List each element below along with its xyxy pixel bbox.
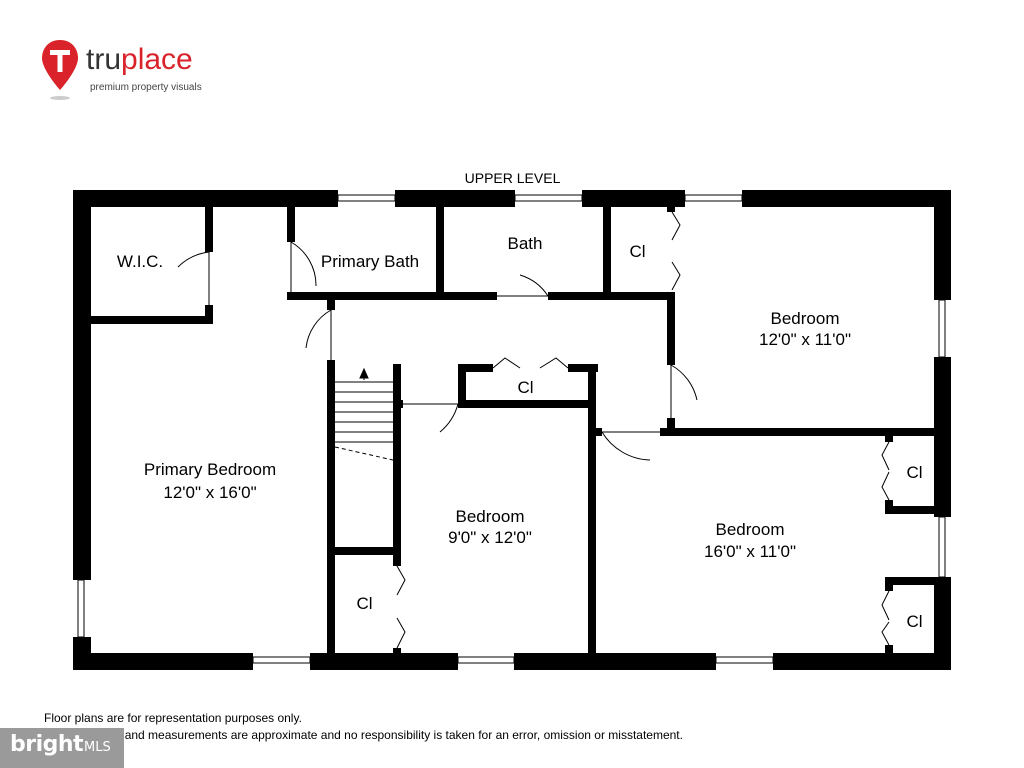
room-wic: W.I.C. — [116, 252, 164, 271]
room-bedroom-center-name: Bedroom — [455, 507, 525, 526]
room-primary-bedroom-name: Primary Bedroom — [143, 460, 277, 479]
truplace-pin-logo-icon — [42, 40, 78, 100]
room-primary-bedroom-dims: 12'0" x 16'0" — [163, 483, 257, 502]
bright-watermark-text: bright — [10, 732, 84, 757]
floor-plan — [73, 190, 951, 670]
brand-tagline: premium property visuals — [90, 82, 202, 93]
brand-name-tru: tru — [86, 43, 122, 76]
room-closet-right-upper: Cl — [906, 463, 923, 482]
room-bath: Bath — [507, 234, 543, 253]
mls-watermark-text: MLS — [84, 740, 111, 755]
room-closet-bottom-left: Cl — [356, 594, 373, 613]
room-closet-top-right: Cl — [629, 242, 646, 261]
room-bedroom-se-name: Bedroom — [715, 520, 785, 539]
room-bedroom-ne-dims: 12'0" x 11'0" — [759, 330, 851, 349]
footer-disclaimer-line2: All dimensions and measurements are appr… — [44, 728, 683, 742]
room-closet-right-lower: Cl — [906, 612, 923, 631]
room-bedroom-se-dims: 16'0" x 11'0" — [704, 542, 796, 561]
truplace-logo: truplace premium property visuals — [38, 36, 218, 106]
room-primary-bath: Primary Bath — [320, 252, 420, 271]
room-bedroom-center-dims: 9'0" x 12'0" — [448, 528, 532, 547]
footer-disclaimer-line1: Floor plans are for representation purpo… — [44, 711, 302, 725]
room-closet-center: Cl — [517, 378, 534, 397]
brand-name-place: place — [121, 43, 193, 76]
room-bedroom-ne-name: Bedroom — [770, 309, 840, 328]
bright-mls-watermark: bright MLS — [0, 728, 124, 768]
level-title: UPPER LEVEL — [464, 170, 561, 186]
